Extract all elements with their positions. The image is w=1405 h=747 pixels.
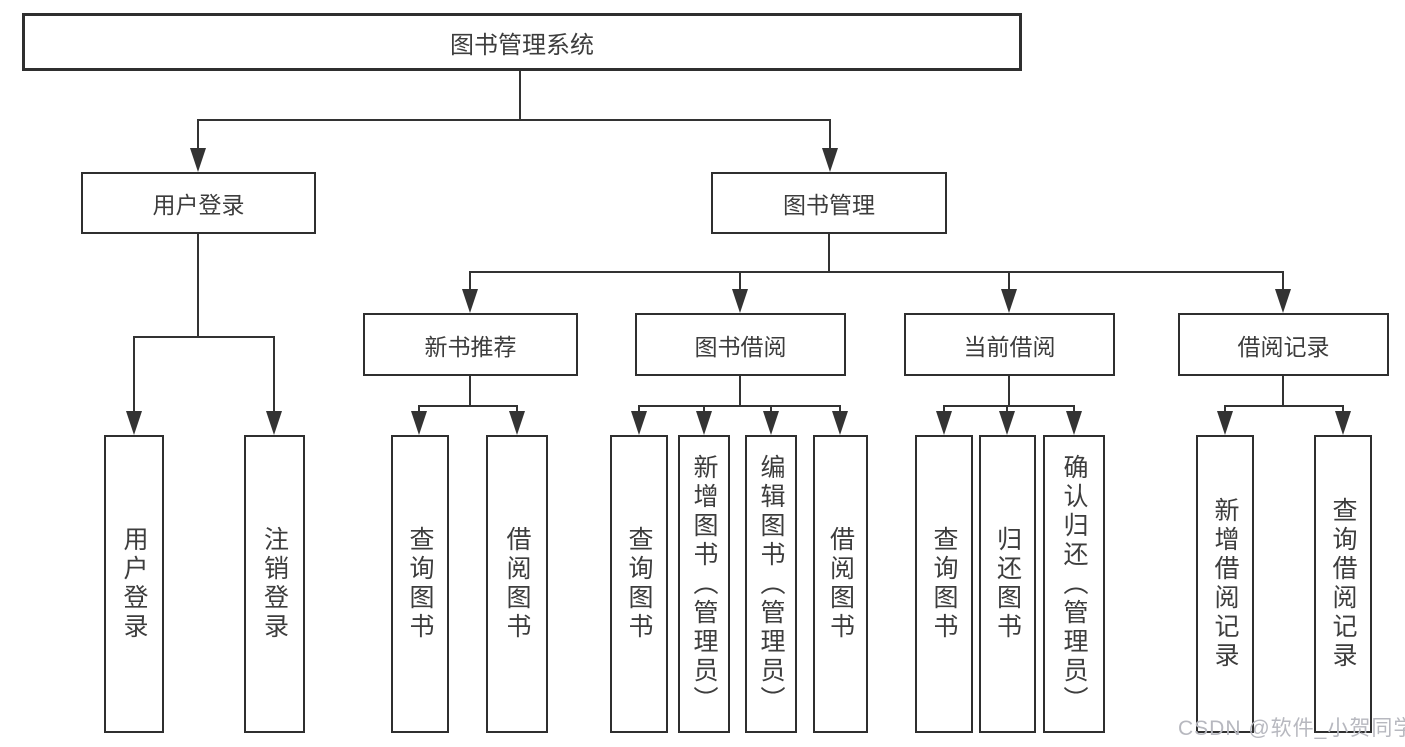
node-new-book-recommend: 新书推荐 [363, 313, 578, 376]
connector-current-borrow-bus [943, 405, 1075, 407]
connector-drop-query-record [1342, 405, 1344, 414]
arrowhead-query-books-2 [631, 411, 647, 435]
arrowhead-confirm-return [1066, 411, 1082, 435]
connector-current-borrow-stem [1008, 376, 1010, 407]
leaf-user-login-label: 用户登录 [120, 526, 148, 642]
connector-root-stem [519, 71, 521, 121]
connector-book-borrow-stem [739, 376, 741, 407]
leaf-query-books-1-label: 查询图书 [406, 526, 434, 642]
node-root: 图书管理系统 [22, 13, 1022, 71]
leaf-borrow-books-2: 借阅图书 [813, 435, 868, 733]
connector-l3-drop-current-borrow [1008, 271, 1010, 293]
connector-drop-query-books-3 [943, 405, 945, 414]
node-root-label: 图书管理系统 [450, 31, 594, 59]
leaf-confirm-return-admin-label: 确认归还（管理员） [1060, 453, 1088, 715]
connector-drop-borrow-books-1 [516, 405, 518, 414]
connector-book-management-stem [828, 234, 830, 273]
leaf-query-books-3: 查询图书 [915, 435, 973, 733]
connector-drop-query-books-1 [418, 405, 420, 414]
arrowhead-query-record [1335, 411, 1351, 435]
node-book-borrowing: 图书借阅 [635, 313, 846, 376]
node-borrowing-records: 借阅记录 [1178, 313, 1389, 376]
connector-l3-bus [469, 271, 1284, 273]
leaf-add-book-admin: 新增图书（管理员） [678, 435, 730, 733]
connector-l3-drop-new-book [469, 271, 471, 293]
connector-new-book-bus [418, 405, 518, 407]
leaf-confirm-return-admin: 确认归还（管理员） [1043, 435, 1105, 733]
arrowhead-query-books-3 [936, 411, 952, 435]
node-book-management: 图书管理 [711, 172, 947, 234]
node-borrowing-records-label: 借阅记录 [1237, 333, 1330, 360]
leaf-edit-book-admin: 编辑图书（管理员） [745, 435, 797, 733]
leaf-logout: 注销登录 [244, 435, 305, 733]
leaf-borrow-books-2-label: 借阅图书 [826, 526, 855, 642]
leaf-query-books-2: 查询图书 [610, 435, 668, 733]
csdn-watermark: CSDN @软件_小贺同学 [1178, 717, 1405, 740]
connector-drop-edit-book [770, 405, 772, 414]
arrowhead-query-books-1 [411, 411, 427, 435]
leaf-add-book-admin-label: 新增图书（管理员） [690, 453, 718, 715]
node-user-login-label: 用户登录 [152, 192, 245, 218]
arrowhead-add-book [696, 411, 712, 435]
arrowhead-add-record [1217, 411, 1233, 435]
arrowhead-new-book [462, 289, 478, 313]
leaf-user-login: 用户登录 [104, 435, 164, 733]
connector-drop-query-books-2 [638, 405, 640, 414]
leaf-return-books-label: 归还图书 [993, 526, 1022, 642]
connector-drop-leaf-user-login [133, 336, 135, 414]
arrowhead-borrow-records [1275, 289, 1291, 313]
leaf-add-borrow-record-label: 新增借阅记录 [1211, 497, 1239, 671]
node-new-book-recommend-label: 新书推荐 [424, 333, 517, 360]
connector-drop-borrow-books-2 [839, 405, 841, 414]
leaf-query-borrow-record-label: 查询借阅记录 [1329, 497, 1357, 671]
leaf-query-books-2-label: 查询图书 [625, 526, 653, 642]
arrowhead-leaf-logout [266, 411, 282, 435]
arrowhead-user-login [190, 148, 206, 172]
node-current-borrowing: 当前借阅 [904, 313, 1115, 376]
connector-l2-drop-book-management [829, 119, 831, 151]
connector-drop-add-book [703, 405, 705, 414]
arrowhead-current-borrow [1001, 289, 1017, 313]
connector-borrow-records-stem [1282, 376, 1284, 407]
leaf-borrow-books-1-label: 借阅图书 [503, 526, 531, 642]
connector-drop-leaf-logout [273, 336, 275, 414]
connector-l2-drop-user-login [197, 119, 199, 151]
connector-book-borrow-bus [638, 405, 841, 407]
arrowhead-borrow-books-2 [832, 411, 848, 435]
leaf-edit-book-admin-label: 编辑图书（管理员） [757, 453, 785, 715]
connector-user-login-bus [133, 336, 275, 338]
leaf-return-books: 归还图书 [979, 435, 1036, 733]
connector-borrow-records-bus [1224, 405, 1344, 407]
arrowhead-edit-book [763, 411, 779, 435]
leaf-query-borrow-record: 查询借阅记录 [1314, 435, 1372, 733]
connector-drop-add-record [1224, 405, 1226, 414]
arrowhead-book-management [822, 148, 838, 172]
node-book-borrowing-label: 图书借阅 [694, 333, 787, 360]
connector-l3-drop-book-borrow [739, 271, 741, 293]
connector-l3-drop-borrow-records [1282, 271, 1284, 293]
arrowhead-return-books [999, 411, 1015, 435]
node-user-login: 用户登录 [81, 172, 316, 234]
connector-user-login-stem [197, 234, 199, 338]
arrowhead-book-borrow [732, 289, 748, 313]
leaf-add-borrow-record: 新增借阅记录 [1196, 435, 1254, 733]
connector-l2-bus [197, 119, 831, 121]
leaf-borrow-books-1: 借阅图书 [486, 435, 548, 733]
connector-new-book-stem [469, 376, 471, 407]
connector-drop-confirm-return [1073, 405, 1075, 414]
leaf-query-books-1: 查询图书 [391, 435, 449, 733]
leaf-query-books-3-label: 查询图书 [930, 526, 958, 642]
node-book-management-label: 图书管理 [783, 192, 875, 218]
arrowhead-borrow-books-1 [509, 411, 525, 435]
connector-drop-return-books [1006, 405, 1008, 414]
arrowhead-leaf-user-login [126, 411, 142, 435]
leaf-logout-label: 注销登录 [260, 526, 289, 642]
node-current-borrowing-label: 当前借阅 [963, 333, 1056, 360]
